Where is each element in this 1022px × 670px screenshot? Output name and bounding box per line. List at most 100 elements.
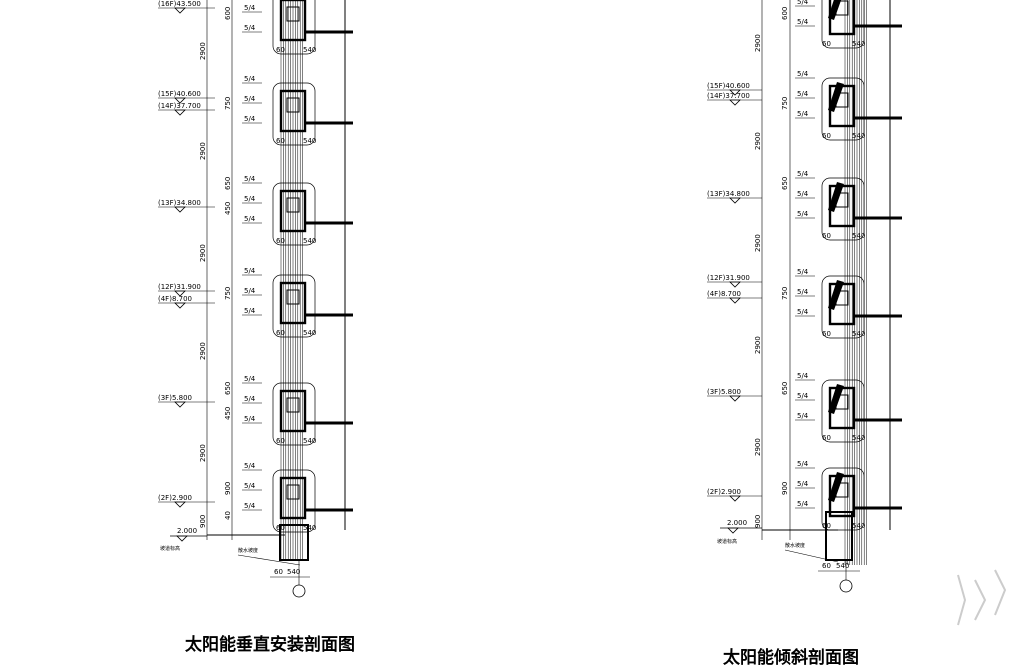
- floor-elevation-tag: (3F)5.800: [707, 388, 741, 396]
- dim-label: 650: [781, 382, 789, 395]
- dim-label: 540: [852, 232, 865, 240]
- elevation-marker: [729, 89, 741, 96]
- watermark-logo: [957, 569, 1007, 626]
- elevation-marker: [729, 197, 741, 204]
- floor-elevation-tag: (12F)31.900: [707, 274, 750, 282]
- leader-line: [237, 554, 301, 566]
- dim-label: 900: [224, 482, 232, 495]
- tick-label: 5/4: [797, 210, 809, 218]
- tick-label: 5/4: [244, 307, 256, 315]
- elevation-marker: [174, 109, 186, 116]
- dim-label: 60: [822, 330, 831, 338]
- collector-outline: [821, 0, 865, 49]
- tick-label: 5/4: [244, 95, 256, 103]
- datum-elevation: 2.000: [177, 527, 197, 535]
- tick-label: 5/4: [797, 500, 809, 508]
- collector-outline: [272, 382, 316, 446]
- tick-label: 5/4: [244, 24, 256, 32]
- base-dim: 60: [274, 568, 283, 576]
- dim-label: 900: [199, 515, 207, 528]
- dimension-2900: 2900: [199, 342, 207, 360]
- window-pane: [286, 197, 300, 213]
- dim-label: 540: [852, 434, 865, 442]
- dim-label: 60: [276, 46, 285, 54]
- datum-note: 坡道标高: [160, 545, 180, 552]
- floor-elevation-tag: (13F)34.800: [707, 190, 750, 198]
- dimension-2900: 2900: [199, 142, 207, 160]
- window-frame: [279, 189, 307, 233]
- collector-outline: [272, 0, 316, 55]
- dimension-2900: 2900: [754, 336, 762, 354]
- tilted-panel: [828, 82, 844, 112]
- dimension-2900: 2900: [754, 34, 762, 52]
- elevation-marker: [729, 297, 741, 304]
- tick-label: 5/4: [797, 70, 809, 78]
- window-frame: [279, 89, 307, 133]
- dim-label: 60: [822, 132, 831, 140]
- dim-label: 60: [822, 40, 831, 48]
- leader-line: [784, 549, 839, 563]
- tilted-panel: [828, 384, 844, 414]
- tick-label: 5/4: [797, 18, 809, 26]
- tick-label: 5/4: [244, 462, 256, 470]
- dim-label: 900: [781, 482, 789, 495]
- elevation-marker: [174, 290, 186, 297]
- elevation-marker: [174, 401, 186, 408]
- dim-label: 450: [224, 407, 232, 420]
- tick-label: 5/4: [797, 308, 809, 316]
- window-pane: [286, 6, 300, 22]
- tick-label: 5/4: [244, 415, 256, 423]
- tick-label: 5/4: [244, 4, 256, 12]
- dimension-2900: 2900: [199, 42, 207, 60]
- dim-label: 540: [852, 132, 865, 140]
- elevation-marker: [729, 495, 741, 502]
- tick-label: 5/4: [797, 110, 809, 118]
- dim-label: 60: [276, 137, 285, 145]
- elevation-marker: [174, 7, 186, 14]
- floor-elevation-tag: (14F)37.700: [158, 102, 201, 110]
- dimension-2900: 2900: [754, 132, 762, 150]
- tick-label: 5/4: [797, 170, 809, 178]
- tilted-panel: [828, 472, 844, 502]
- tick-label: 5/4: [797, 372, 809, 380]
- elevation-marker: [174, 501, 186, 508]
- dim-label: 540: [303, 329, 316, 337]
- dim-label: 540: [852, 330, 865, 338]
- window-pane: [286, 289, 300, 305]
- tick-label: 5/4: [244, 482, 256, 490]
- floor-elevation-tag: (16F)43.500: [158, 0, 201, 8]
- elevation-marker: [729, 99, 741, 106]
- collector-outline: [821, 275, 865, 339]
- collector-outline: [272, 182, 316, 246]
- dim-label: 540: [303, 46, 316, 54]
- foundation: [825, 511, 853, 561]
- collector-outline: [272, 274, 316, 338]
- tick-label: 5/4: [797, 268, 809, 276]
- dim-label: 40: [224, 511, 232, 520]
- elevation-marker: [174, 97, 186, 104]
- datum-marker: [727, 527, 739, 534]
- left-title: 太阳能垂直安装剖面图: [185, 634, 355, 655]
- floor-elevation-tag: (15F)40.600: [158, 90, 201, 98]
- tick-label: 5/4: [244, 267, 256, 275]
- tick-label: 5/4: [797, 190, 809, 198]
- collector-outline: [821, 379, 865, 443]
- dim-label: 650: [224, 382, 232, 395]
- dimension-2900: 2900: [199, 444, 207, 462]
- floor-elevation-tag: (15F)40.600: [707, 82, 750, 90]
- tick-label: 5/4: [244, 502, 256, 510]
- dim-label: 60: [276, 237, 285, 245]
- collector-outline: [821, 77, 865, 141]
- dim-label: 540: [303, 437, 316, 445]
- tilted-panel: [828, 0, 842, 20]
- tick-label: 5/4: [244, 195, 256, 203]
- tick-label: 5/4: [797, 0, 809, 6]
- dim-label: 60: [822, 434, 831, 442]
- floor-elevation-tag: (2F)2.900: [707, 488, 741, 496]
- axis-bubble: [292, 584, 306, 598]
- tick-label: 5/4: [797, 480, 809, 488]
- axis-bubble: [839, 579, 853, 593]
